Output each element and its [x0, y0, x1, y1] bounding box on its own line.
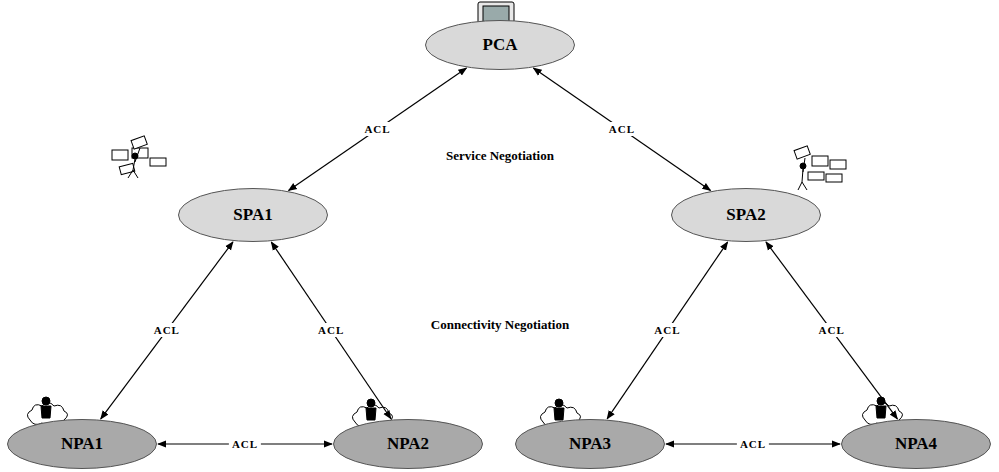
- edge-label: ACL: [606, 122, 638, 136]
- agent-ellipse: SPA1: [178, 188, 328, 242]
- acl-connector: [607, 242, 727, 419]
- edge-label: ACL: [651, 323, 683, 337]
- acl-connector: [766, 242, 897, 419]
- agent-ellipse: NPA4: [841, 419, 991, 469]
- agent-ellipse: SPA2: [671, 188, 821, 242]
- agent-name: SPA2: [726, 205, 765, 225]
- agent-name: NPA1: [61, 434, 103, 454]
- section-label: Connectivity Negotiation: [428, 316, 572, 334]
- agent-name: SPA1: [233, 205, 272, 225]
- acl-connector: [289, 68, 467, 190]
- agent-ellipse: NPA1: [7, 419, 157, 469]
- agent-ellipse: NPA2: [333, 419, 483, 469]
- edge-label: ACL: [737, 437, 769, 451]
- section-label: Service Negotiation: [443, 147, 557, 165]
- edge-label: ACL: [151, 323, 183, 337]
- edge-label: ACL: [315, 323, 347, 337]
- edge-label: ACL: [229, 437, 261, 451]
- agent-ellipse: PCA: [425, 20, 575, 70]
- acl-connector: [271, 242, 391, 419]
- edge-label: ACL: [816, 323, 848, 337]
- acl-connector: [101, 242, 233, 419]
- edge-label: ACL: [361, 122, 393, 136]
- agent-name: NPA2: [387, 434, 429, 454]
- agent-name: NPA4: [895, 434, 937, 454]
- acl-connector: [533, 68, 710, 190]
- agent-name: PCA: [483, 35, 518, 55]
- cloud-figure-icons: [27, 397, 902, 428]
- agent-ellipse: NPA3: [515, 419, 665, 469]
- worker-icon: [794, 146, 846, 190]
- agent-name: NPA3: [569, 434, 611, 454]
- worker-icon: [112, 136, 166, 178]
